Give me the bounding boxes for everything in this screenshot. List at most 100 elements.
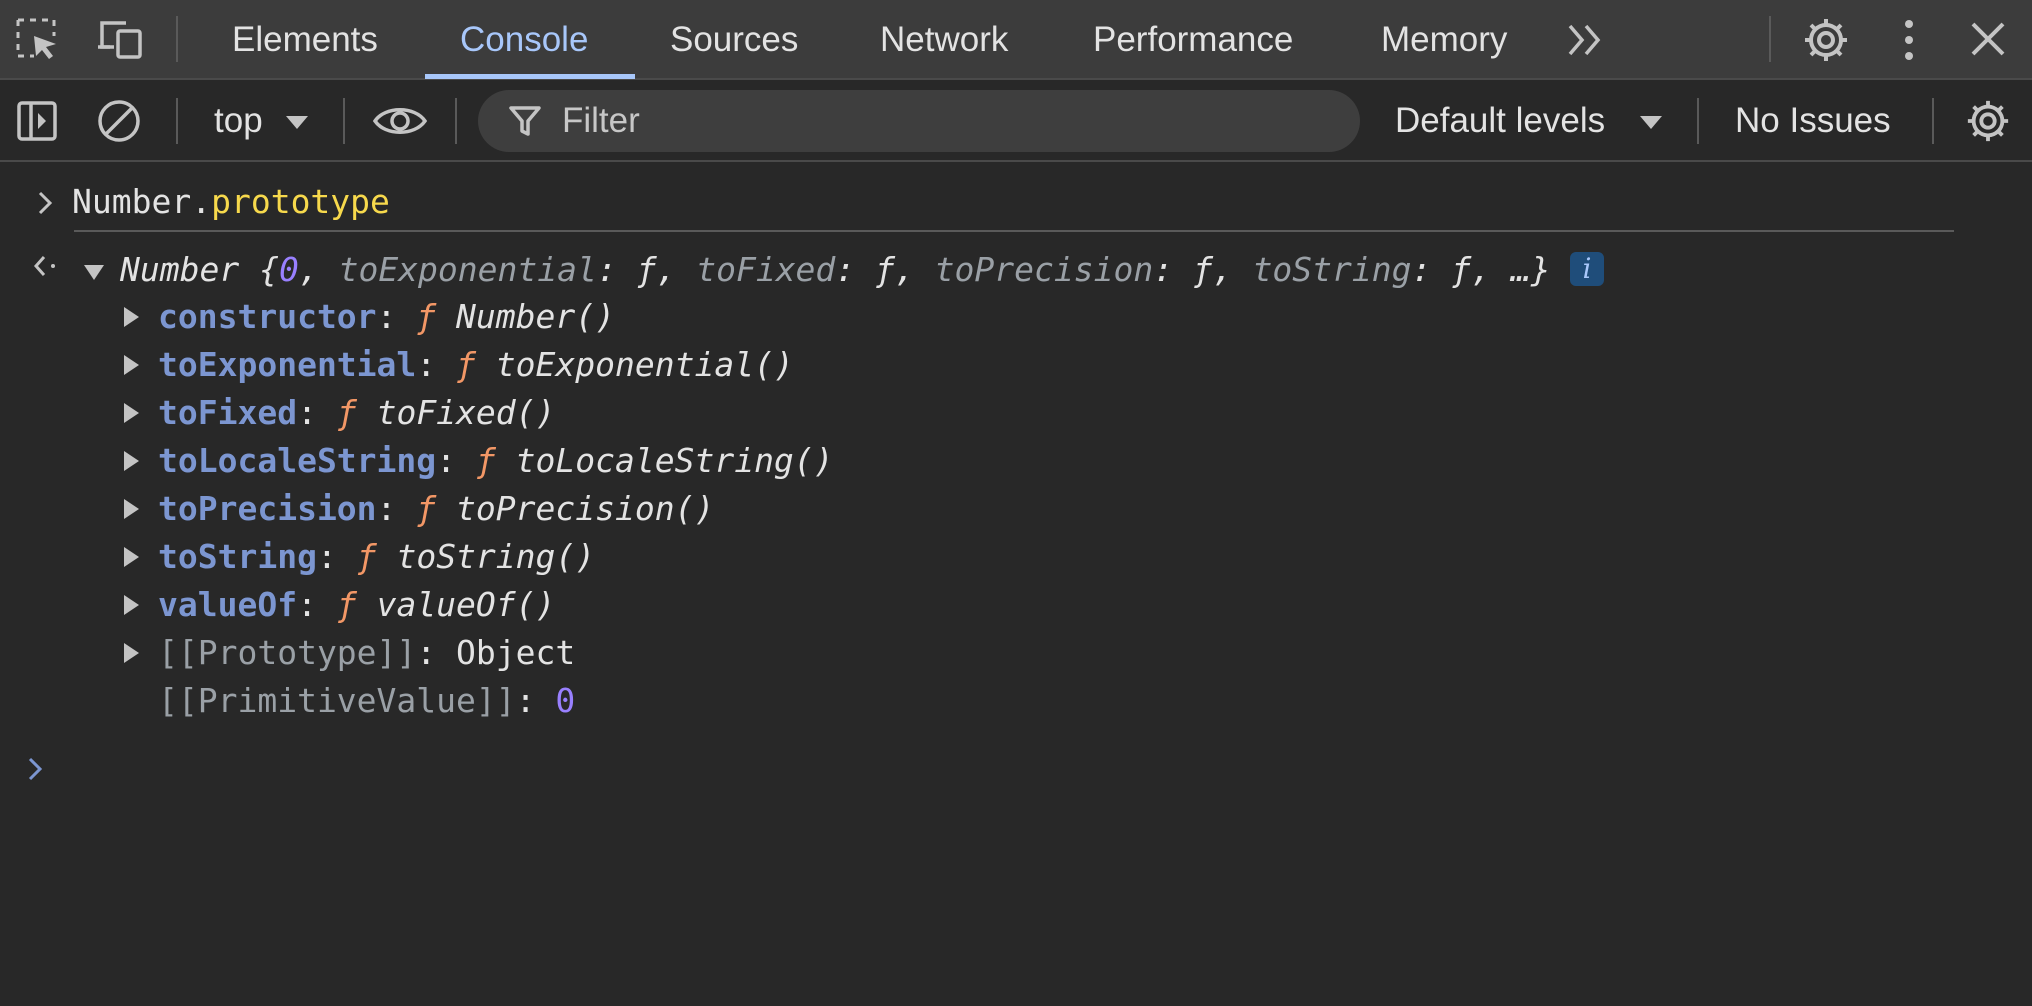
property-key: toString <box>158 537 317 576</box>
function-glyph: ƒ <box>456 345 476 384</box>
sidebar-toggle-icon[interactable] <box>16 100 58 147</box>
property-row[interactable]: toExponential: ƒ toExponential() <box>158 341 794 389</box>
function-glyph: ƒ <box>416 489 437 528</box>
prototype-value: Object <box>456 633 576 672</box>
result-arrow-icon <box>32 254 58 283</box>
expand-toggle[interactable] <box>124 499 139 519</box>
input-chevron-icon <box>36 190 54 221</box>
toolbar-separator <box>343 98 345 144</box>
preview-sep: , <box>298 250 339 289</box>
issues-counter[interactable]: No Issues <box>1735 101 1891 140</box>
prototype-row[interactable]: [[Prototype]]: Object <box>158 629 575 677</box>
preview-value: 0 <box>278 250 299 289</box>
property-row[interactable]: constructor: ƒ Number() <box>158 293 615 341</box>
console-prompt-icon[interactable] <box>26 756 44 787</box>
preview-key: toString <box>1252 250 1412 289</box>
expand-toggle[interactable] <box>124 403 139 423</box>
console-settings-icon[interactable] <box>1965 98 2011 149</box>
log-levels-dropdown[interactable]: Default levels <box>1395 101 1606 140</box>
filter-icon <box>508 104 542 143</box>
more-tabs-icon[interactable] <box>1566 20 1608 65</box>
property-colon: : <box>297 393 337 432</box>
toolbar-separator <box>1697 98 1699 144</box>
preview-fn: : ƒ <box>1153 250 1213 289</box>
function-glyph: ƒ <box>416 297 437 336</box>
kebab-menu-icon[interactable] <box>1900 18 1918 67</box>
input-property: prototype <box>211 182 390 221</box>
property-value: toString() <box>396 537 596 576</box>
property-colon: : <box>376 489 417 528</box>
tab-network[interactable]: Network <box>880 20 1009 59</box>
tab-bar-separator <box>176 16 178 62</box>
property-row[interactable]: toPrecision: ƒ toPrecision() <box>158 485 714 533</box>
function-glyph: ƒ <box>336 585 357 624</box>
property-row[interactable]: toFixed: ƒ toFixed() <box>158 389 555 437</box>
context-selector[interactable]: top <box>214 101 263 140</box>
expand-toggle[interactable] <box>124 307 139 327</box>
expand-toggle[interactable] <box>124 547 139 567</box>
primitive-value-row: [[PrimitiveValue]]: 0 <box>158 677 575 725</box>
settings-icon[interactable] <box>1802 16 1850 69</box>
property-key: toFixed <box>158 393 298 432</box>
function-glyph: ƒ <box>356 537 377 576</box>
property-value: valueOf() <box>376 585 556 624</box>
expand-toggle[interactable] <box>124 355 139 375</box>
property-key: valueOf <box>158 585 298 624</box>
console-toolbar: top Default levels No Issues <box>0 80 2032 162</box>
preview-key: toFixed <box>696 250 836 289</box>
close-icon[interactable] <box>1970 21 2006 62</box>
property-colon: : <box>416 633 457 672</box>
property-value: toLocaleString() <box>515 441 834 480</box>
devtools-tab-bar: Elements Console Sources Network Perform… <box>0 0 2032 80</box>
tab-bar-separator-right <box>1769 16 1771 62</box>
preview-tail: , …} <box>1471 250 1551 289</box>
function-glyph: ƒ <box>475 441 496 480</box>
tab-console[interactable]: Console <box>460 20 589 59</box>
property-colon: : <box>416 345 457 384</box>
property-colon: : <box>376 297 417 336</box>
filter-input[interactable] <box>562 90 1322 152</box>
primitive-value: 0 <box>555 681 576 720</box>
console-output: Number.prototype Number {0, toExponentia… <box>0 162 2032 1006</box>
object-preview[interactable]: Number {0, toExponential: ƒ, toFixed: ƒ,… <box>120 246 1551 294</box>
expand-toggle[interactable] <box>124 595 139 615</box>
tab-sources[interactable]: Sources <box>670 20 799 59</box>
property-colon: : <box>436 441 476 480</box>
tab-performance[interactable]: Performance <box>1093 20 1294 59</box>
property-row[interactable]: valueOf: ƒ valueOf() <box>158 581 555 629</box>
inspect-element-icon[interactable] <box>14 16 60 67</box>
expand-toggle[interactable] <box>124 643 139 663</box>
property-colon: : <box>297 585 337 624</box>
toolbar-separator <box>176 98 178 144</box>
property-key: toExponential <box>158 345 417 384</box>
dropdown-arrow-icon[interactable] <box>284 114 310 135</box>
device-toolbar-icon[interactable] <box>96 17 146 66</box>
input-object: Number <box>72 182 192 221</box>
property-key: toPrecision <box>158 489 377 528</box>
property-row[interactable]: toString: ƒ toString() <box>158 533 595 581</box>
preview-key: toExponential <box>338 250 597 289</box>
property-row[interactable]: toLocaleString: ƒ toLocaleString() <box>158 437 834 485</box>
property-value: toFixed() <box>376 393 556 432</box>
active-tab-indicator <box>425 74 635 79</box>
preview-sep: , <box>656 250 697 289</box>
live-expression-eye-icon[interactable] <box>372 102 428 145</box>
toolbar-separator <box>455 98 457 144</box>
info-badge[interactable]: i <box>1570 252 1604 286</box>
filter-box[interactable] <box>478 90 1360 152</box>
property-value: toExponential() <box>495 345 794 384</box>
expand-toggle[interactable] <box>124 451 139 471</box>
toolbar-separator <box>1932 98 1934 144</box>
property-value: Number() <box>456 297 615 336</box>
internal-key: [[Prototype]] <box>158 633 417 672</box>
tab-memory[interactable]: Memory <box>1381 20 1508 59</box>
clear-console-icon[interactable] <box>96 98 142 149</box>
property-colon: : <box>316 537 357 576</box>
console-input-line[interactable]: Number.prototype <box>72 178 390 226</box>
console-entry-divider <box>74 230 1954 232</box>
tab-elements[interactable]: Elements <box>232 20 378 59</box>
levels-dropdown-arrow-icon[interactable] <box>1638 114 1664 135</box>
expand-toggle-open[interactable] <box>84 265 104 280</box>
input-dot: . <box>191 182 212 221</box>
property-colon: : <box>515 681 556 720</box>
